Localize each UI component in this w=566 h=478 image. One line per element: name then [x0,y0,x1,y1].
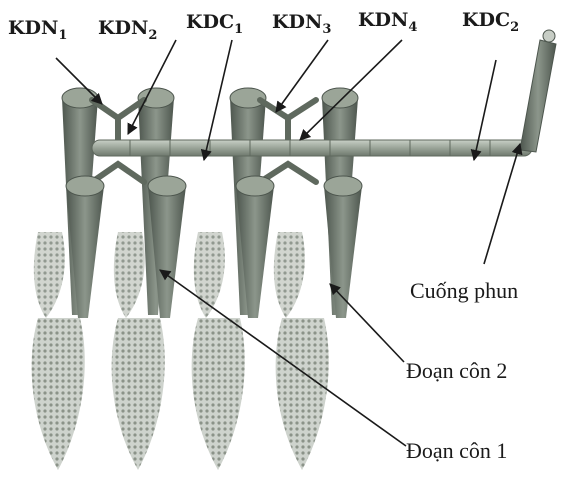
label-cuong-phun: Cuống phun [410,278,518,303]
label-kdn4: KDN4 [358,9,417,35]
label-kdc2: KDC2 [462,9,519,35]
manifold-pipe [92,140,532,156]
label-doan-con-1: Đoạn côn 1 [406,438,507,463]
label-kdn3: KDN3 [272,11,331,37]
label-doan-con-2: Đoạn côn 2 [406,358,507,383]
label-kdn2: KDN2 [98,17,157,43]
label-kdc1: KDC1 [186,11,243,37]
label-kdn1: KDN1 [8,17,67,43]
feed-pipe [520,30,556,152]
